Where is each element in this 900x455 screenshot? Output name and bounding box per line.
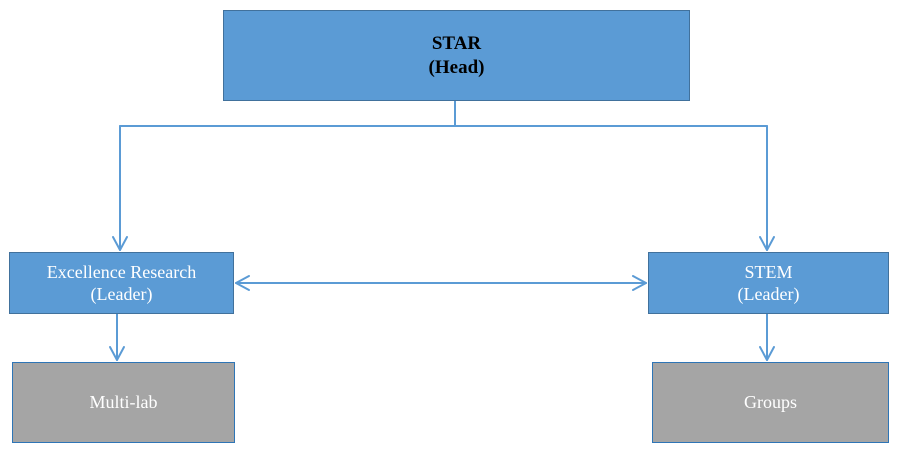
left-leader-node: Excellence Research (Leader) — [9, 252, 234, 314]
leaders-link-right-arrowhead — [632, 275, 647, 291]
right-leader-role: (Leader) — [737, 284, 800, 304]
right-leader-arrowhead — [759, 236, 775, 251]
right-child-arrowhead — [759, 346, 775, 361]
left-child-arrowhead — [109, 346, 125, 361]
right-leader-title: STEM — [744, 261, 793, 282]
head-node: STAR (Head) — [223, 10, 690, 101]
left-child-label: Multi-lab — [89, 392, 158, 413]
left-child-node: Multi-lab — [12, 362, 235, 443]
left-leader-arrowhead — [112, 236, 128, 251]
right-leader-node: STEM (Leader) — [648, 252, 889, 314]
right-child-label: Groups — [744, 392, 797, 413]
left-leader-title: Excellence Research — [46, 261, 197, 282]
head-node-role: (Head) — [428, 56, 485, 78]
left-leader-role: (Leader) — [90, 284, 153, 304]
leaders-link-left-arrowhead — [235, 275, 250, 291]
right-child-node: Groups — [652, 362, 889, 443]
head-node-title: STAR — [431, 32, 482, 54]
